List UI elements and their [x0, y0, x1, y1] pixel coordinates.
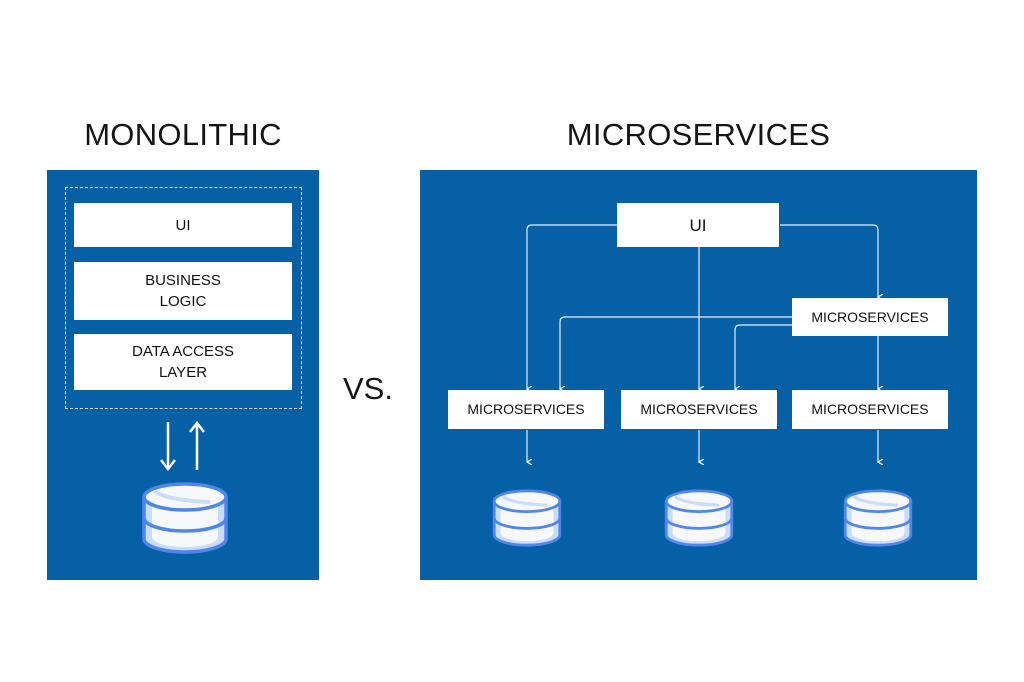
connector-gateway-to-service-2: [735, 324, 792, 389]
database-icon: [664, 489, 734, 547]
microservice-box-1: MICROSERVICES: [448, 390, 604, 429]
layer-label-line1: DATA ACCESS: [132, 343, 234, 360]
monolith-layer-ui: UI: [74, 203, 292, 247]
monolith-boundary: [65, 187, 302, 409]
ui-label: UI: [689, 215, 707, 235]
monolith-layer-data-access: DATA ACCESS LAYER: [74, 334, 292, 390]
layer-label-line2: LAYER: [158, 364, 208, 381]
database-icon: [492, 489, 562, 547]
database-icon: [142, 482, 228, 554]
gateway-label: MICROSERVICES: [811, 308, 929, 325]
database-icon: [843, 489, 913, 547]
connector-ui-to-gateway: [780, 224, 878, 297]
microservices-title: MICROSERVICES: [566, 117, 831, 152]
vs-label: VS.: [343, 371, 393, 406]
service-label: MICROSERVICES: [640, 401, 758, 417]
monolith-layer-business-logic: BUSINESS LOGIC: [74, 262, 292, 320]
arrow-down-icon: [160, 422, 176, 472]
layer-label: UI: [175, 216, 191, 234]
connector-ui-to-service-1: [527, 224, 617, 389]
microservice-box-2: MICROSERVICES: [621, 390, 777, 429]
connector-gateway-to-service-1: [560, 316, 792, 389]
layer-label-line2: LOGIC: [159, 293, 207, 310]
monolithic-title: MONOLITHIC: [84, 117, 282, 152]
arrow-up-icon: [189, 420, 205, 470]
micro-ui-box: UI: [617, 203, 779, 247]
service-label: MICROSERVICES: [811, 401, 929, 417]
microservice-box-3: MICROSERVICES: [792, 390, 948, 429]
service-label: MICROSERVICES: [467, 401, 585, 417]
layer-label-line1: BUSINESS: [145, 272, 221, 289]
gateway-microservice-box: MICROSERVICES: [792, 298, 948, 336]
